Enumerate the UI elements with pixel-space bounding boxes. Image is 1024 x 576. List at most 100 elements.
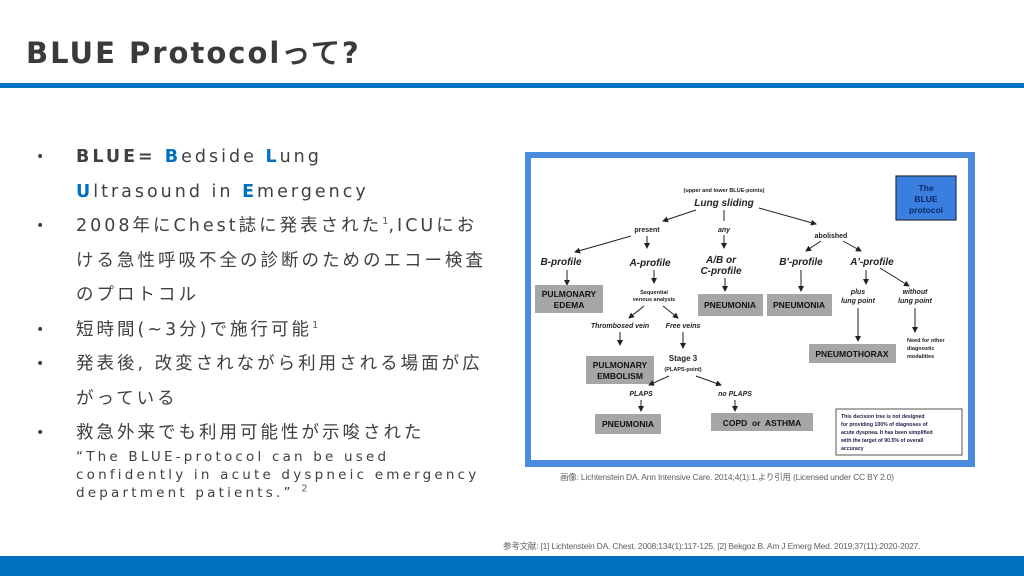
any-branch: any (718, 227, 731, 234)
edge-arrow (758, 207, 817, 226)
disclaimer-line: acute dyspnea. It has been simplified (841, 430, 933, 436)
disclaimer-box (835, 408, 963, 456)
bullet-dot-icon: • (36, 425, 48, 441)
bullet-item: • 短時間(~3分)で施行可能1 (36, 313, 486, 348)
abolished-branch: abolished (815, 233, 848, 240)
other-modalities-node: Need for other (907, 338, 945, 344)
edge-arrow (662, 305, 679, 319)
bullet-dot-icon: • (36, 321, 48, 338)
blue-points-note: (upper and lower BLUE-points) (684, 188, 765, 194)
pneumonia-outcome: PNEUMONIA (602, 419, 654, 429)
lung-sliding-node: Lung sliding (694, 198, 753, 209)
plaps-point-note: (PLAPS-point) (664, 367, 701, 373)
no-plaps-node: no PLAPS (718, 391, 752, 398)
citation-superscript: 1 (311, 319, 319, 331)
pulmonary-edema-outcome: EDEMA (554, 300, 585, 310)
other-modalities-node: modalities (907, 354, 934, 360)
pulmonary-edema-outcome: PULMONARY (542, 289, 597, 299)
decision-tree-diagram: The BLUE protocol (upper and lower BLUE-… (535, 175, 963, 456)
references: 参考文献: [1] Lichtenstein DA. Chest. 2008;1… (503, 541, 921, 551)
plus-lung-point-node: plus (850, 289, 865, 296)
other-modalities-node: diagnostic (907, 346, 935, 352)
outcome-box (767, 294, 832, 316)
edge-arrow (662, 209, 697, 223)
edge-arrow (805, 240, 822, 252)
disclaimer-line: This decision tree is not designed (841, 414, 925, 420)
acronym-letter: B (164, 147, 182, 167)
outcome-box (809, 344, 896, 363)
pneumothorax-outcome: PNEUMOTHORAX (815, 349, 889, 359)
bullet-dot-icon: • (36, 149, 48, 165)
outcome-box (595, 414, 661, 434)
quote-body: “The BLUE-protocol can be used confident… (76, 448, 480, 501)
present-branch: present (634, 227, 660, 234)
disclaimer-line: for providing 100% of diagnoses of (841, 422, 928, 428)
bullet-dot-icon: • (36, 218, 48, 234)
abc-profile-node: C-profile (700, 266, 742, 277)
pneumonia-outcome: PNEUMONIA (773, 300, 825, 310)
figure-canvas: The BLUE protocol (upper and lower BLUE-… (531, 158, 968, 460)
bprime-profile-node: B'-profile (779, 257, 823, 268)
bullet-item: • 発表後, 改変されながら利用される場面が広がっている (36, 347, 486, 416)
acronym-word: ung (279, 147, 322, 167)
citation-superscript: 1 (382, 216, 389, 228)
aprime-profile-node: A'-profile (849, 257, 894, 268)
edge-arrow (574, 235, 632, 254)
pneumonia-outcome: PNEUMONIA (704, 300, 756, 310)
edge-arrow (695, 375, 722, 387)
blue-protocol-figure: The BLUE protocol (upper and lower BLUE-… (525, 152, 975, 467)
edge-arrow (879, 267, 910, 287)
b-profile-node: B-profile (540, 257, 582, 268)
footer-bar (0, 556, 1024, 576)
sequential-analysis-node: Sequential (640, 290, 668, 296)
slide-title: BLUE Protocolって? (26, 36, 361, 70)
plus-lung-point-node: lung point (841, 298, 875, 305)
copd-asthma-outcome: COPD or ASTHMA (723, 418, 802, 428)
thrombosed-vein-node: Thrombosed vein (591, 323, 649, 330)
acronym-word: edside (181, 147, 266, 167)
bullet-item: • 救急外来でも利用可能性が示唆された “The BLUE-protocol c… (36, 416, 486, 502)
disclaimer-line: with the target of 90.5% of overall (840, 438, 924, 444)
bullet-dot-icon: • (36, 356, 48, 372)
a-profile-node: A-profile (628, 258, 671, 269)
edge-arrow (842, 240, 862, 252)
acronym-letter: U (76, 181, 94, 202)
pulmonary-embolism-outcome: EMBOLISM (597, 371, 643, 381)
bullet-text: 救急外来でも利用可能性が示唆された (76, 423, 425, 443)
acronym-letter: E (242, 181, 258, 202)
pulmonary-embolism-outcome: PULMONARY (593, 360, 648, 370)
blue-acronym-label: BLUE= (76, 147, 165, 167)
stage3-node: Stage 3 (669, 354, 698, 363)
edge-arrow (648, 375, 670, 386)
bullet-text: 2008年にChest誌に発表された (76, 216, 383, 236)
plaps-node: PLAPS (629, 391, 653, 398)
outcome-box (586, 356, 654, 384)
protocol-badge (895, 175, 957, 221)
disclaimer-line: accuracy (841, 446, 864, 452)
badge-line: BLUE (914, 194, 937, 204)
badge-line: The (918, 183, 933, 193)
quote-text: “The BLUE-protocol can be used confident… (76, 448, 486, 502)
edge-arrow (628, 305, 645, 319)
acronym-word: mergency (257, 181, 369, 202)
outcome-box (711, 413, 813, 431)
acronym-word: ltrasound in (93, 181, 243, 202)
badge-line: protocol (909, 205, 943, 215)
without-lung-point-node: lung point (898, 298, 932, 305)
bullet-text: 発表後, 改変されながら利用される場面が広がっている (76, 354, 483, 409)
bullet-text: ,ICUにおける急性呼吸不全の診断のためのエコー検査のプロトコル (76, 216, 486, 305)
bullet-item: • 2008年にChest誌に発表された1,ICUにおける急性呼吸不全の診断のた… (36, 209, 486, 313)
outcome-box (698, 294, 763, 316)
free-veins-node: Free veins (666, 323, 701, 330)
abc-profile-node: A/B or (705, 255, 737, 266)
acronym-letter: L (265, 147, 280, 167)
outcome-box (535, 285, 603, 313)
citation-superscript: 2 (301, 483, 308, 494)
figure-caption: 画像: Lichtenstein DA. Ann Intensive Care.… (560, 472, 894, 482)
bullet-text: 短時間(~3分)で施行可能 (76, 319, 312, 340)
without-lung-point-node: without (903, 289, 929, 296)
title-divider (0, 83, 1024, 88)
sequential-analysis-node: venous analysis (633, 297, 676, 303)
